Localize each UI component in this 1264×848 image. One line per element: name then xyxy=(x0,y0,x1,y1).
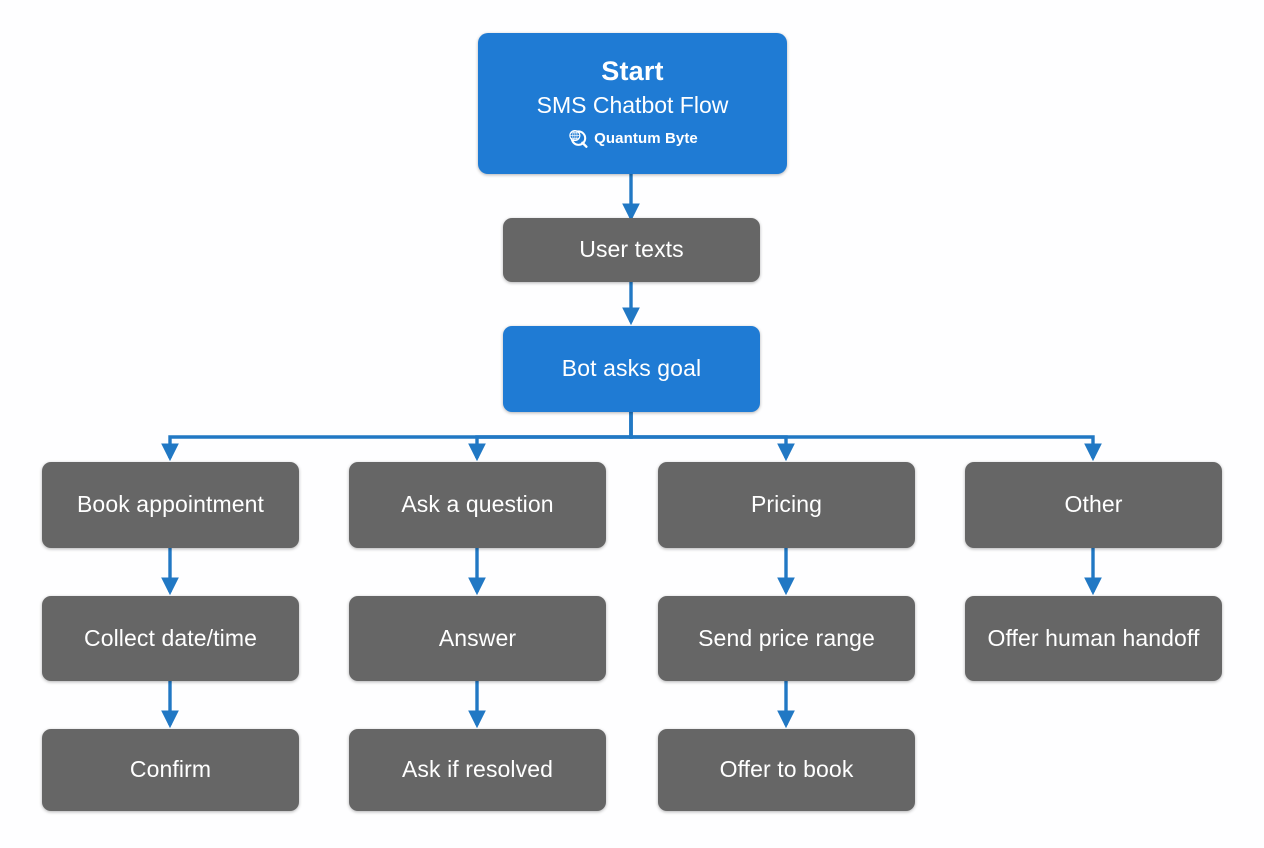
node-answer[interactable]: Answer xyxy=(349,596,606,681)
node-pricing[interactable]: Pricing xyxy=(658,462,915,548)
node-offer-to-book[interactable]: Offer to book xyxy=(658,729,915,811)
node-label: Book appointment xyxy=(76,491,264,518)
edge-bus-to-other xyxy=(629,412,1102,462)
node-label: Ask if resolved xyxy=(401,756,554,783)
start-node-subtitle: SMS Chatbot Flow xyxy=(536,91,729,118)
node-label: Offer human handoff xyxy=(987,624,1200,651)
edge-bus-to-pricing xyxy=(629,412,795,462)
brand-name: Quantum Byte xyxy=(594,129,698,147)
node-label: Send price range xyxy=(698,624,875,651)
node-ask-if-resolved[interactable]: Ask if resolved xyxy=(349,729,606,811)
node-label: Answer xyxy=(438,624,517,651)
node-other[interactable]: Other xyxy=(965,462,1222,548)
node-user-texts[interactable]: User texts xyxy=(503,218,760,282)
node-label: Offer to book xyxy=(719,756,854,783)
node-label: Other xyxy=(1064,491,1123,518)
node-confirm[interactable]: Confirm xyxy=(42,729,299,811)
node-start[interactable]: Start SMS Chatbot Flow Quantum Byte xyxy=(478,33,787,174)
node-label: User texts xyxy=(579,236,684,263)
node-send-price-range[interactable]: Send price range xyxy=(658,596,915,681)
start-node-title: Start xyxy=(601,56,664,86)
node-label: Collect date/time xyxy=(84,624,257,651)
edge-bus-to-ask-a-question xyxy=(468,412,633,462)
quantum-byte-globe-q-logo-icon xyxy=(569,129,588,148)
edge-bus-to-book-appointment xyxy=(161,412,633,462)
node-offer-human-handoff[interactable]: Offer human handoff xyxy=(965,596,1222,681)
node-label: Confirm xyxy=(129,756,212,783)
node-bot-asks-goal[interactable]: Bot asks goal xyxy=(503,326,760,412)
node-ask-a-question[interactable]: Ask a question xyxy=(349,462,606,548)
node-book-appointment[interactable]: Book appointment xyxy=(42,462,299,548)
node-label: Pricing xyxy=(750,491,822,518)
node-label: Bot asks goal xyxy=(561,355,702,382)
brand-lockup: Quantum Byte xyxy=(567,128,698,149)
node-collect-date-time[interactable]: Collect date/time xyxy=(42,596,299,681)
node-label: Ask a question xyxy=(401,491,554,518)
